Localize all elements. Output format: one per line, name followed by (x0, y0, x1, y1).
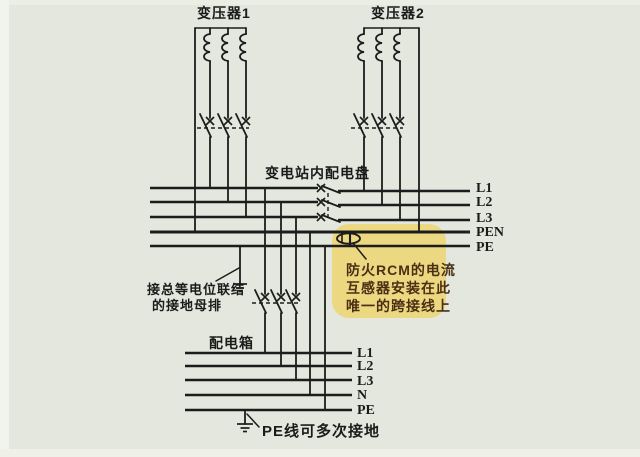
breaker-contact-x (260, 292, 301, 302)
bus-label-PEN: PEN (476, 225, 504, 240)
label-leader-line (246, 413, 260, 428)
transformer1-label: 变压器1 (197, 5, 251, 21)
page-margin-top (0, 0, 640, 5)
breaker-contact-x (205, 116, 251, 126)
rcm-annotation-line3: 唯一的跨接线上 (346, 298, 451, 314)
ground-symbol-icon (237, 423, 253, 433)
transformer2-label: 变压器2 (371, 5, 425, 21)
winding-coil (203, 33, 211, 62)
page-margin-bottom (0, 449, 640, 457)
ground-symbol-icon (233, 283, 247, 293)
substation-panel-label: 变电站内配电盘 (265, 165, 370, 181)
bus-label-L2: L2 (476, 195, 493, 210)
bus-tie-breaker (316, 183, 341, 223)
equipotential-label-line1: 接总等电位联结 (147, 282, 246, 297)
transformer-2 (357, 27, 420, 233)
bus2-label-L1: L1 (357, 346, 374, 361)
pe-multi-ground-label: PE线可多次接地 (262, 423, 381, 440)
bus2-label-N: N (357, 388, 368, 403)
winding-coil (357, 33, 365, 62)
page-margin-left (0, 0, 9, 457)
equipotential-label-line2: 的接地母排 (152, 298, 223, 313)
winding-coil (221, 33, 229, 62)
distribution-box-busbars (185, 351, 352, 412)
distribution-box-label: 配电箱 (209, 335, 254, 351)
bus2-label-L2: L2 (357, 359, 374, 374)
bus2-label-PE: PE (357, 403, 375, 418)
rcm-annotation-line2: 互感器安装在此 (346, 280, 451, 296)
pe-repeat-ground (237, 409, 260, 433)
equipotential-ground-branch (215, 245, 247, 293)
rcm-annotation-line1: 防火RCM的电流 (346, 262, 456, 278)
bus-label-L1: L1 (476, 181, 493, 196)
annotation-leader-line (352, 242, 367, 260)
bus2-label-L3: L3 (357, 374, 374, 389)
transformer-1 (194, 27, 247, 233)
breaker-contact-x (359, 116, 405, 126)
winding-coil (375, 33, 383, 62)
bus-label-PE: PE (476, 240, 494, 255)
winding-coil (393, 33, 401, 62)
rcm-current-transformer (336, 230, 367, 260)
winding-coil (239, 33, 247, 62)
label-leader-line (215, 267, 240, 282)
rcm-highlight-blob (332, 224, 446, 318)
ct-ring-icon (336, 232, 361, 245)
feeder-breaker (252, 187, 326, 411)
bus-label-L3: L3 (476, 211, 493, 226)
t1-breaker (197, 113, 251, 218)
